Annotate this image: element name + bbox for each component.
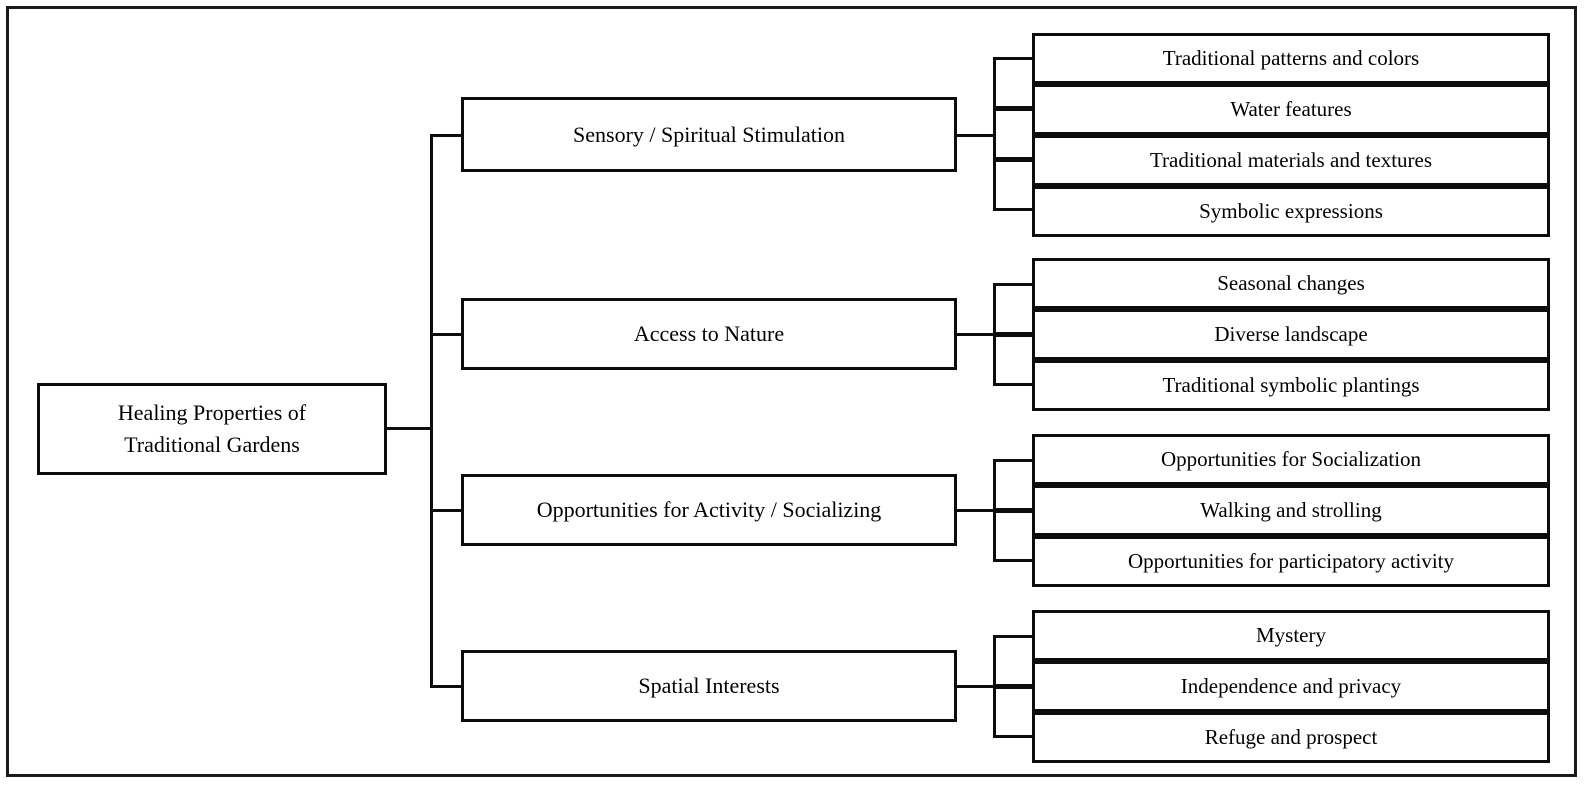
leaf-node-1-1[interactable]: Traditional patterns and colors (1032, 33, 1550, 84)
leaf-node-1-3-label: Traditional materials and textures (1149, 148, 1433, 173)
category-node-2-label: Access to Nature (633, 321, 785, 347)
connector-ladder-3-cell-1 (993, 459, 1035, 511)
connector-branch-4-to-ladder (955, 685, 995, 688)
category-node-4[interactable]: Spatial Interests (461, 650, 957, 722)
connector-ladder-2-cell-1 (993, 283, 1035, 335)
leaf-node-1-4-label: Symbolic expressions (1199, 199, 1383, 224)
leaf-node-2-2[interactable]: Diverse landscape (1032, 309, 1550, 360)
connector-ladder-1-cell-2 (993, 108, 1035, 160)
root-node-line2: Traditional Gardens (124, 432, 300, 457)
connector-branch-1-stub (430, 134, 463, 137)
leaf-node-3-3-label: Opportunities for participatory activity (1128, 549, 1454, 574)
leaf-node-1-2-label: Water features (1230, 97, 1352, 122)
leaf-node-3-3[interactable]: Opportunities for participatory activity (1032, 536, 1550, 587)
leaf-node-2-3[interactable]: Traditional symbolic plantings (1032, 360, 1550, 411)
connector-ladder-1-cell-1 (993, 57, 1035, 109)
connector-branch-3-stub (430, 509, 463, 512)
category-node-3[interactable]: Opportunities for Activity / Socializing (461, 474, 957, 546)
leaf-node-3-1[interactable]: Opportunities for Socialization (1032, 434, 1550, 485)
connector-branch-3-to-ladder (955, 509, 995, 512)
leaf-node-4-1-label: Mystery (1256, 623, 1326, 648)
connector-ladder-4-cell-2 (993, 686, 1035, 738)
leaf-node-1-1-label: Traditional patterns and colors (1162, 46, 1420, 71)
leaf-node-3-2[interactable]: Walking and strolling (1032, 485, 1550, 536)
leaf-node-1-2[interactable]: Water features (1032, 84, 1550, 135)
connector-ladder-2-cell-2 (993, 334, 1035, 386)
root-node[interactable]: Healing Properties of Traditional Garden… (37, 383, 387, 475)
leaf-node-4-3[interactable]: Refuge and prospect (1032, 712, 1550, 763)
category-node-1[interactable]: Sensory / Spiritual Stimulation (461, 97, 957, 172)
leaf-node-4-2-label: Independence and privacy (1180, 674, 1402, 699)
connector-ladder-3-cell-2 (993, 510, 1035, 562)
category-node-2[interactable]: Access to Nature (461, 298, 957, 370)
leaf-node-2-3-label: Traditional symbolic plantings (1162, 373, 1420, 398)
leaf-node-2-1-label: Seasonal changes (1217, 271, 1365, 296)
connector-ladder-1-cell-3 (993, 159, 1035, 211)
connector-branch-2-to-ladder (955, 333, 995, 336)
connector-ladder-4-cell-1 (993, 635, 1035, 687)
category-node-3-label: Opportunities for Activity / Socializing (536, 497, 882, 523)
leaf-node-2-2-label: Diverse landscape (1214, 322, 1368, 347)
category-node-1-label: Sensory / Spiritual Stimulation (573, 121, 845, 147)
leaf-node-1-3[interactable]: Traditional materials and textures (1032, 135, 1550, 186)
connector-trunk-spine (430, 135, 433, 686)
leaf-node-3-2-label: Walking and strolling (1200, 498, 1382, 523)
connector-root-stub (387, 427, 433, 430)
connector-branch-4-stub (430, 685, 463, 688)
leaf-node-4-3-label: Refuge and prospect (1204, 725, 1378, 750)
connector-branch-1-to-ladder (955, 134, 995, 137)
leaf-node-4-2[interactable]: Independence and privacy (1032, 661, 1550, 712)
category-node-4-label: Spatial Interests (638, 673, 780, 699)
leaf-node-4-1[interactable]: Mystery (1032, 610, 1550, 661)
leaf-node-1-4[interactable]: Symbolic expressions (1032, 186, 1550, 237)
leaf-node-3-1-label: Opportunities for Socialization (1160, 447, 1422, 472)
leaf-node-2-1[interactable]: Seasonal changes (1032, 258, 1550, 309)
root-node-line1: Healing Properties of (117, 400, 307, 426)
connector-branch-2-stub (430, 333, 463, 336)
